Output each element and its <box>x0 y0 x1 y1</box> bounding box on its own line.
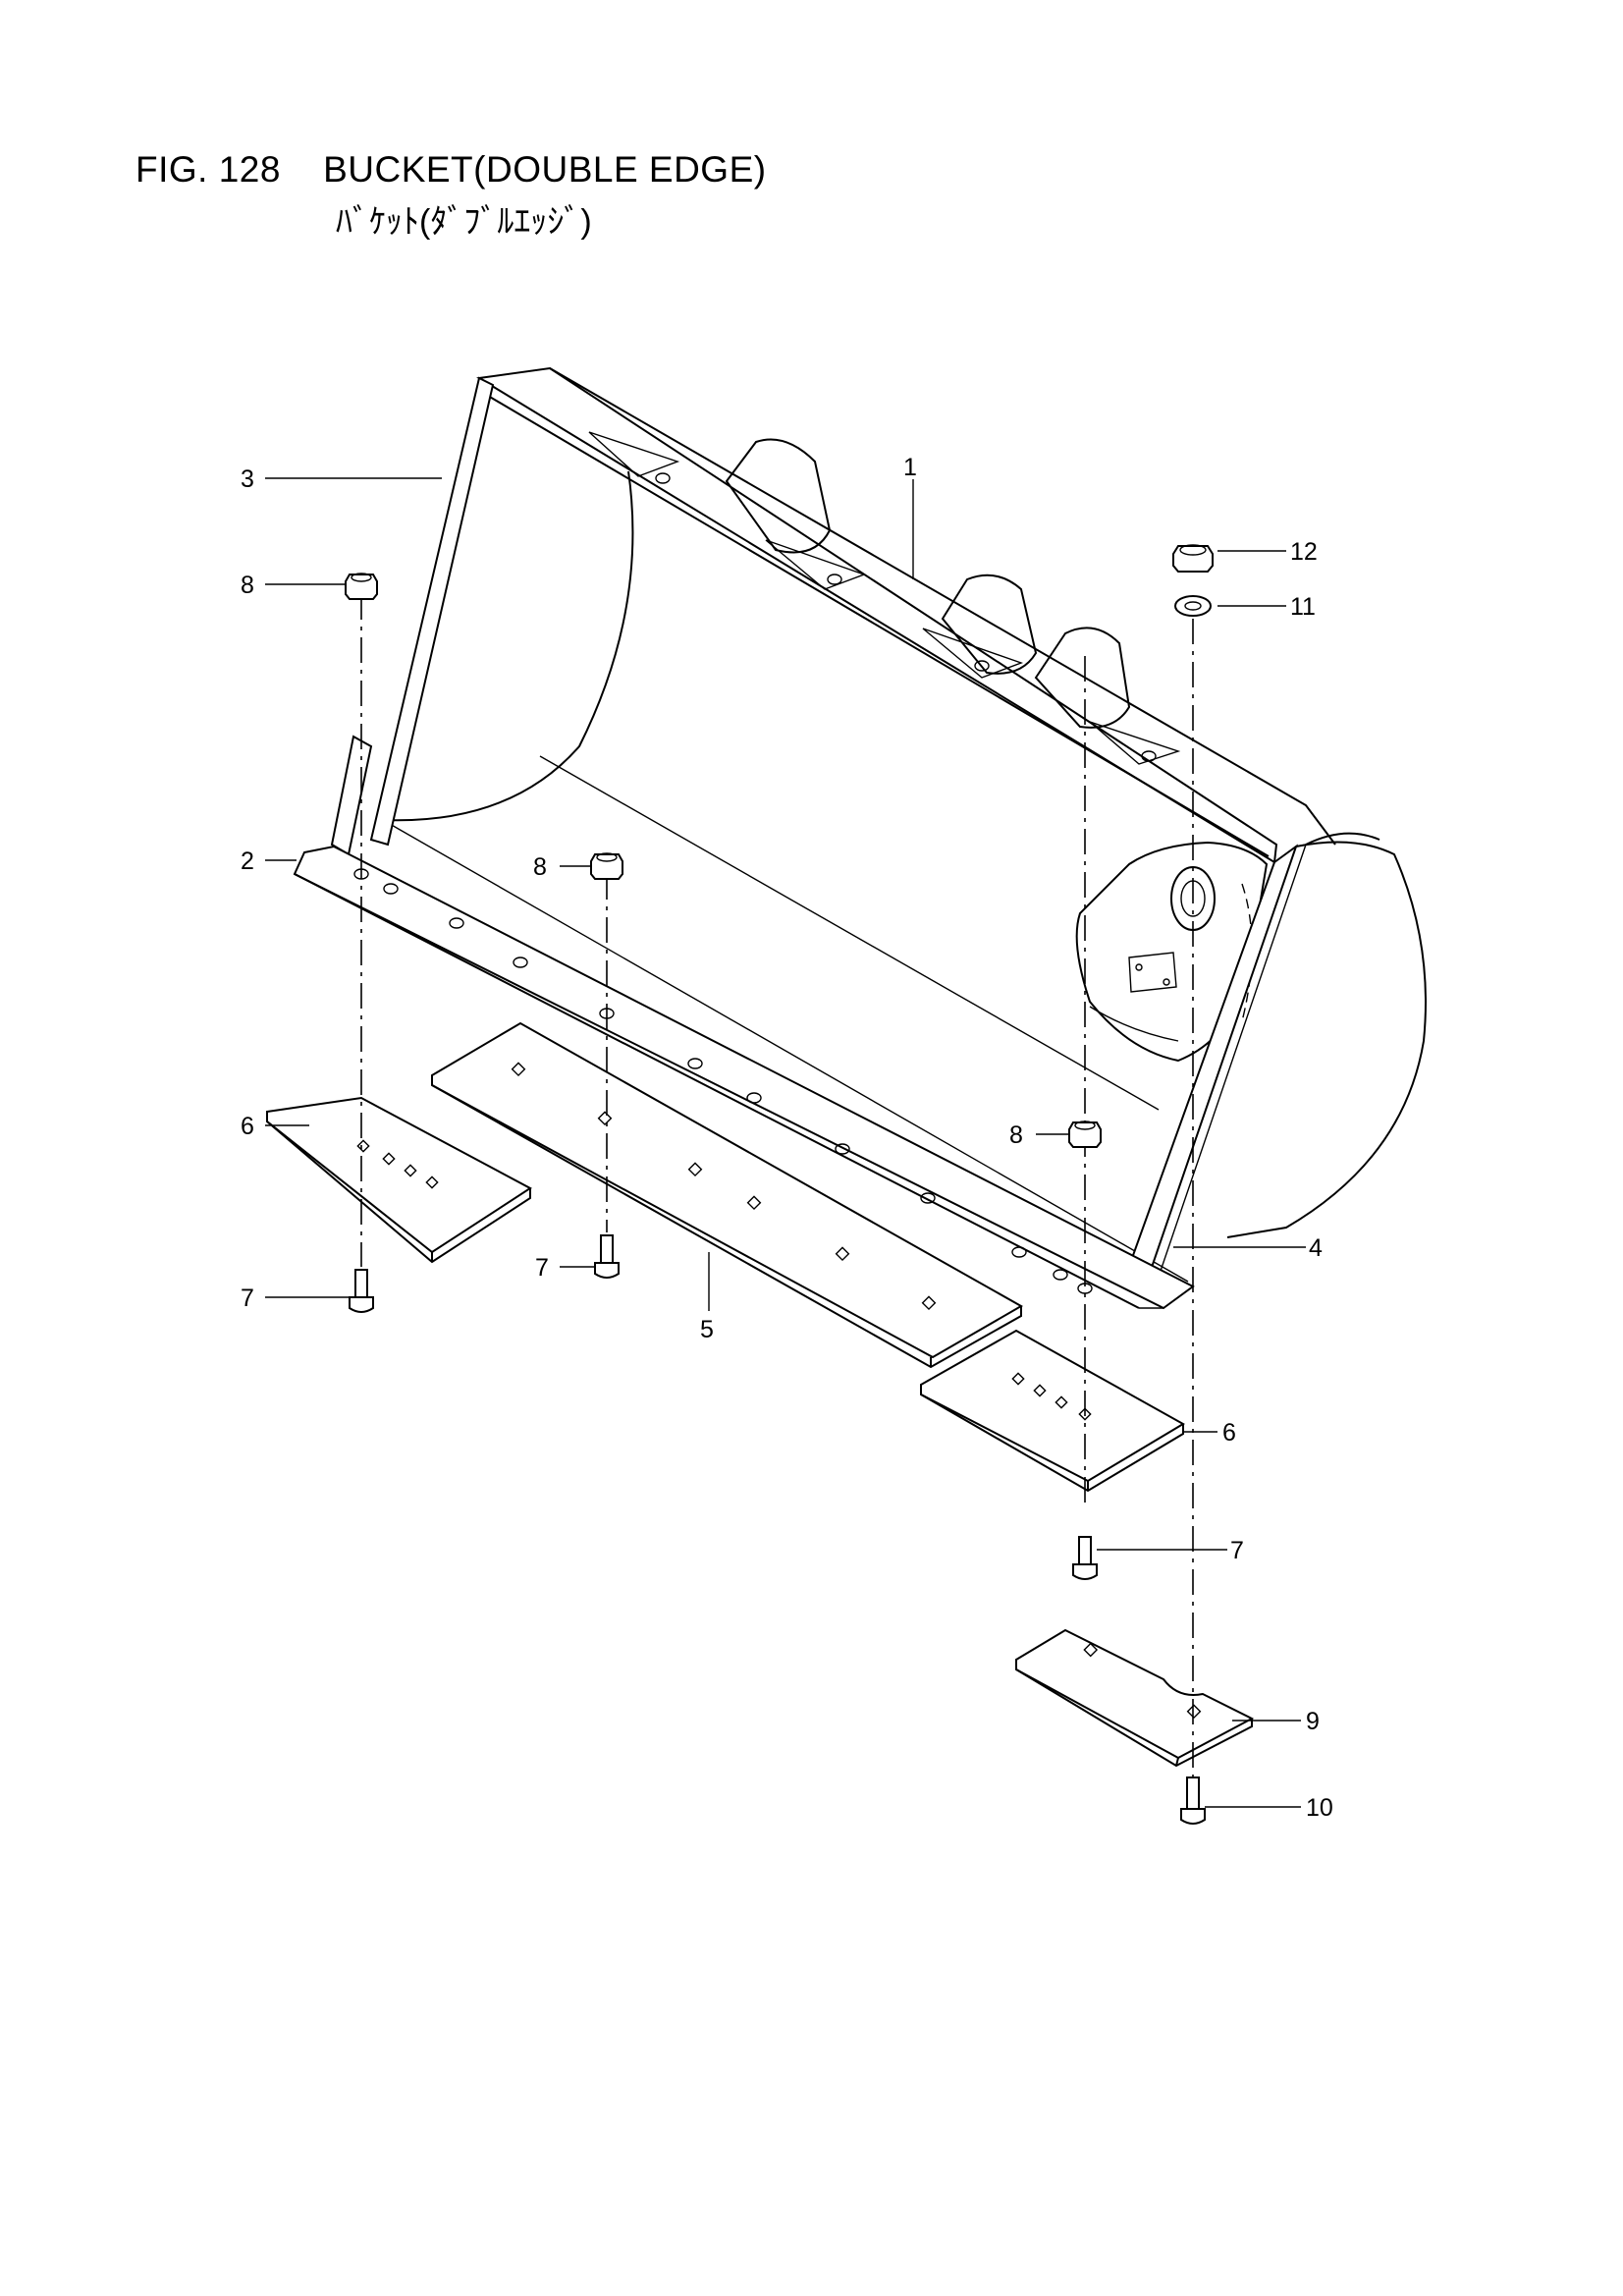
bolt-7-right <box>1072 1536 1098 1580</box>
nut-8-left <box>345 573 378 600</box>
callout-7a: 7 <box>241 1285 254 1312</box>
callout-1: 1 <box>903 454 917 481</box>
callout-3: 3 <box>241 465 254 493</box>
bolt-7-center <box>594 1234 620 1279</box>
leader-lines <box>265 477 1306 1808</box>
left-side-plate <box>330 376 495 856</box>
callout-7c: 7 <box>1230 1537 1244 1564</box>
callout-11: 11 <box>1290 593 1316 621</box>
right-end-bit <box>920 1329 1185 1493</box>
callout-8c: 8 <box>1009 1121 1023 1149</box>
callout-9: 9 <box>1306 1708 1320 1735</box>
washer-11 <box>1174 595 1212 617</box>
bolt-7-left <box>349 1269 374 1313</box>
right-side-plate <box>1125 844 1308 1284</box>
figure-subtitle: ﾊﾞｹｯﾄ(ﾀﾞﾌﾞﾙｴｯｼﾞ) <box>336 203 592 241</box>
figure-name: BUCKET(DOUBLE EDGE) <box>323 149 767 190</box>
side-cutter <box>1015 1628 1255 1768</box>
base-edge <box>293 845 1195 1310</box>
left-end-bit <box>266 1096 532 1264</box>
nut-12 <box>1172 544 1214 573</box>
callout-2: 2 <box>241 847 254 875</box>
bolt-10 <box>1180 1777 1206 1825</box>
callout-10: 10 <box>1306 1794 1333 1822</box>
callout-6b: 6 <box>1222 1419 1236 1447</box>
nut-8-center <box>590 852 623 880</box>
center-cutting-edge <box>431 1021 1024 1369</box>
callout-7b: 7 <box>535 1254 549 1282</box>
figure-title: FIG. 128 BUCKET(DOUBLE EDGE) <box>135 149 767 191</box>
callout-6a: 6 <box>241 1113 254 1140</box>
callout-8b: 8 <box>533 853 547 881</box>
callout-8a: 8 <box>241 572 254 599</box>
callout-12: 12 <box>1290 538 1318 566</box>
nut-8-right <box>1068 1121 1102 1148</box>
assembly-centerlines <box>360 594 1194 1787</box>
callout-labels: 3 1 8 12 11 2 8 8 4 6 5 7 7 6 7 9 10 <box>241 454 1333 1822</box>
callout-4: 4 <box>1309 1234 1323 1262</box>
figure-number: FIG. 128 <box>135 149 281 190</box>
callout-5: 5 <box>700 1316 714 1343</box>
